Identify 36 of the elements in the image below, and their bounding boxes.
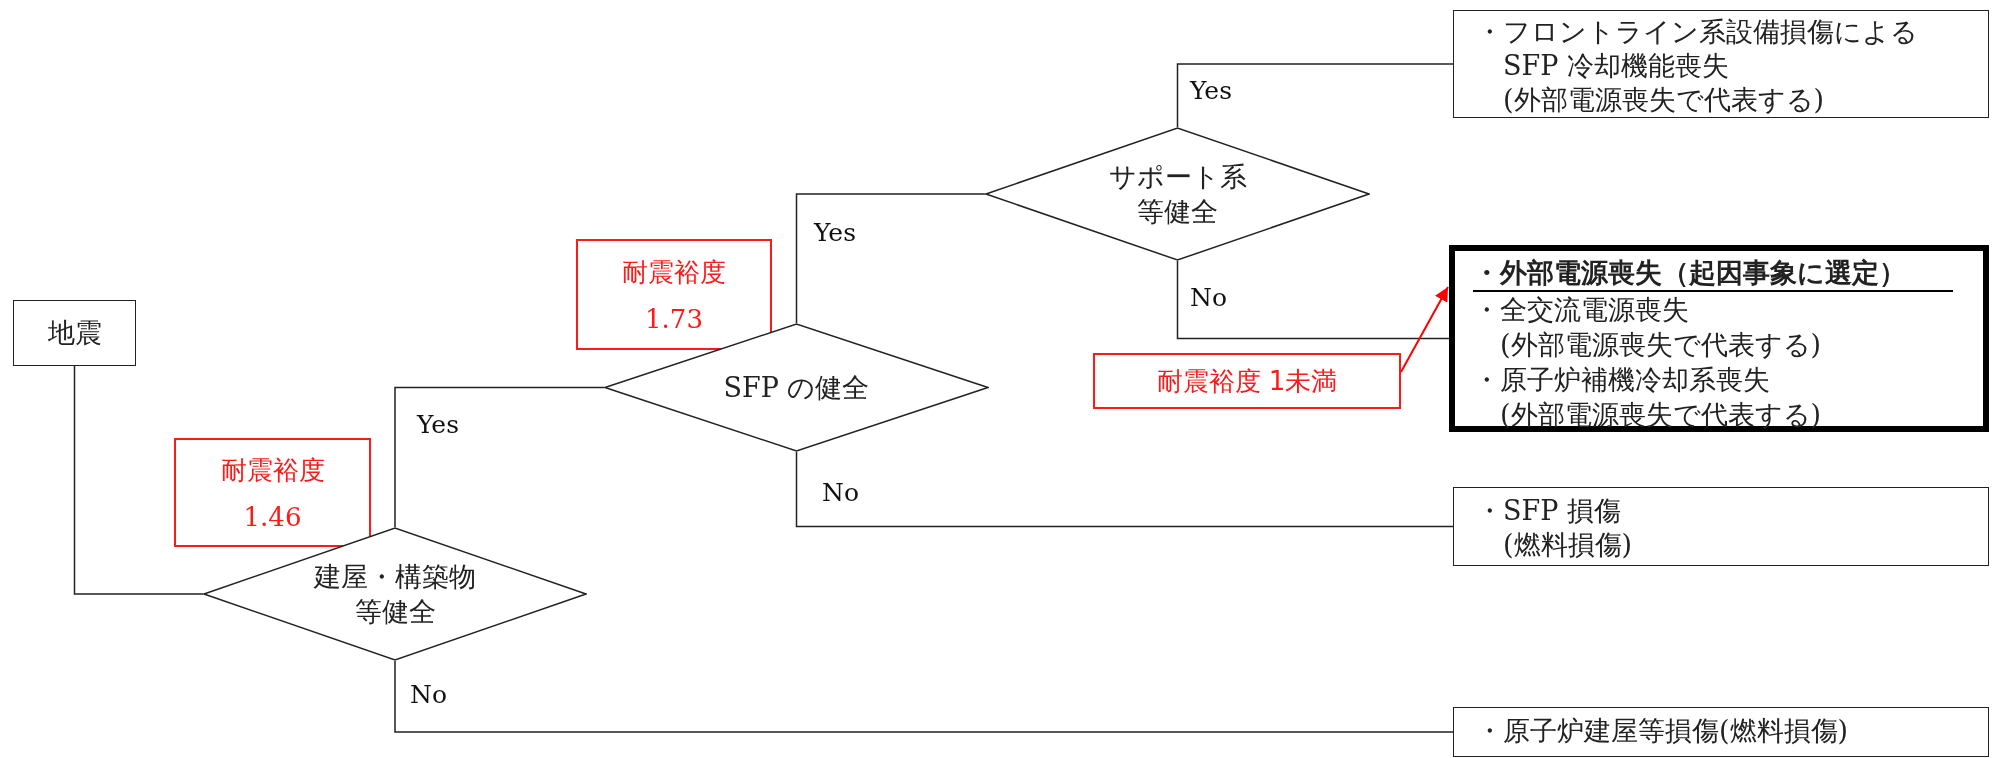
edge-label: Yes: [417, 410, 459, 439]
note-box: [174, 438, 371, 547]
connector-line: [394, 660, 1454, 733]
result-box: [1449, 245, 1989, 432]
list-item: ・全交流電源喪失 (外部電源喪失で代表する): [1473, 293, 1823, 363]
list-item: ・原子炉補機冷却系喪失 (外部電源喪失で代表する): [1473, 363, 1823, 433]
edge-label: No: [1190, 283, 1227, 312]
edge-label: Yes: [814, 218, 856, 247]
result-box: [1453, 10, 1989, 118]
connector-line: [795, 193, 986, 324]
note-value: 1.46: [243, 501, 302, 532]
list-item: ・外部電源喪失（起因事象に選定）: [1473, 255, 1953, 293]
edge-label: Yes: [1190, 76, 1232, 105]
box-label: 地震: [47, 316, 102, 350]
connector-line: [1176, 260, 1450, 340]
list-item: ・フロントライン系設備損傷による SFP 冷却機能喪失 (外部電源喪失で代表する): [1476, 15, 1919, 117]
list-item: ・原子炉建屋等損傷(燃料損傷): [1476, 714, 1850, 748]
result-box: [1453, 487, 1989, 566]
connector-line: [1176, 63, 1454, 128]
start-box: [13, 300, 136, 366]
edge-label: No: [410, 680, 447, 709]
edge-label: No: [822, 478, 859, 507]
connector-line: [795, 451, 1454, 528]
note-box: [1093, 353, 1401, 409]
result-box: [1453, 707, 1989, 757]
connector-line: [73, 365, 204, 595]
diamond-label: 建屋・構築物等健全: [313, 559, 477, 629]
connector-line: [394, 386, 605, 528]
note-text: 耐震裕度: [622, 256, 726, 289]
arrow: [1400, 286, 1449, 374]
diamond-label: SFP の健全: [723, 370, 870, 405]
note-value: 1.73: [645, 304, 703, 334]
note-text: 耐震裕度: [220, 454, 325, 488]
list-item: ・SFP 損傷 (燃料損傷): [1476, 494, 1634, 562]
note-text: 耐震裕度 1未満: [1156, 364, 1338, 398]
diamond-label: サポート系等健全: [1107, 159, 1248, 229]
